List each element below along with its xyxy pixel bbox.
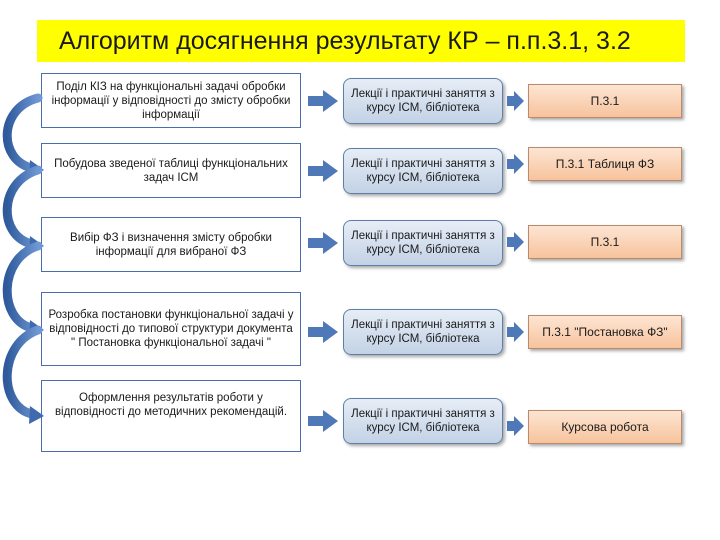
- ref-box-3: П.3.1: [528, 225, 682, 259]
- right-arrow-icon: [507, 232, 524, 252]
- task-box-5: Оформлення результатів роботи у відповід…: [41, 380, 301, 452]
- ref-box-5: Курсова робота: [528, 410, 682, 444]
- lesson-box-3: Лекції і практичні заняття з курсу ІСМ, …: [343, 220, 503, 266]
- right-arrow-icon: [507, 154, 524, 174]
- curved-arrow-icon: [2, 165, 44, 254]
- ref-box-1: П.3.1: [528, 84, 682, 118]
- lesson-box-4: Лекції і практичні заняття з курсу ІСМ, …: [343, 309, 503, 355]
- task-box-1: Поділ КІЗ на функціональні задачі обробк…: [41, 73, 301, 128]
- task-box-2: Побудова зведеної таблиці функціональних…: [41, 143, 301, 198]
- diagram-title: Алгоритм досягнення результату КР – п.п.…: [37, 20, 685, 62]
- ref-box-4: П.3.1 "Постановка ФЗ": [528, 315, 682, 349]
- lesson-box-2: Лекції і практичні заняття з курсу ІСМ, …: [343, 148, 503, 194]
- ref-box-2: П.3.1 Таблиця ФЗ: [528, 147, 682, 181]
- right-arrow-icon: [308, 232, 338, 254]
- task-box-3: Вибір ФЗ і визначення змісту обробки інф…: [41, 217, 301, 272]
- curved-arrow-icon: [2, 325, 44, 424]
- right-arrow-icon: [308, 90, 338, 112]
- right-arrow-icon: [308, 160, 338, 182]
- lesson-box-5: Лекції і практичні заняття з курсу ІСМ, …: [343, 398, 503, 444]
- right-arrow-icon: [507, 322, 524, 342]
- curved-arrow-icon: [2, 241, 44, 338]
- right-arrow-icon: [308, 321, 338, 343]
- right-arrow-icon: [308, 410, 338, 432]
- task-box-4: Розробка постановки функціональної задач…: [41, 292, 301, 366]
- lesson-box-1: Лекції і практичні заняття з курсу ІСМ, …: [343, 78, 503, 124]
- right-arrow-icon: [507, 91, 524, 111]
- right-arrow-icon: [507, 416, 524, 436]
